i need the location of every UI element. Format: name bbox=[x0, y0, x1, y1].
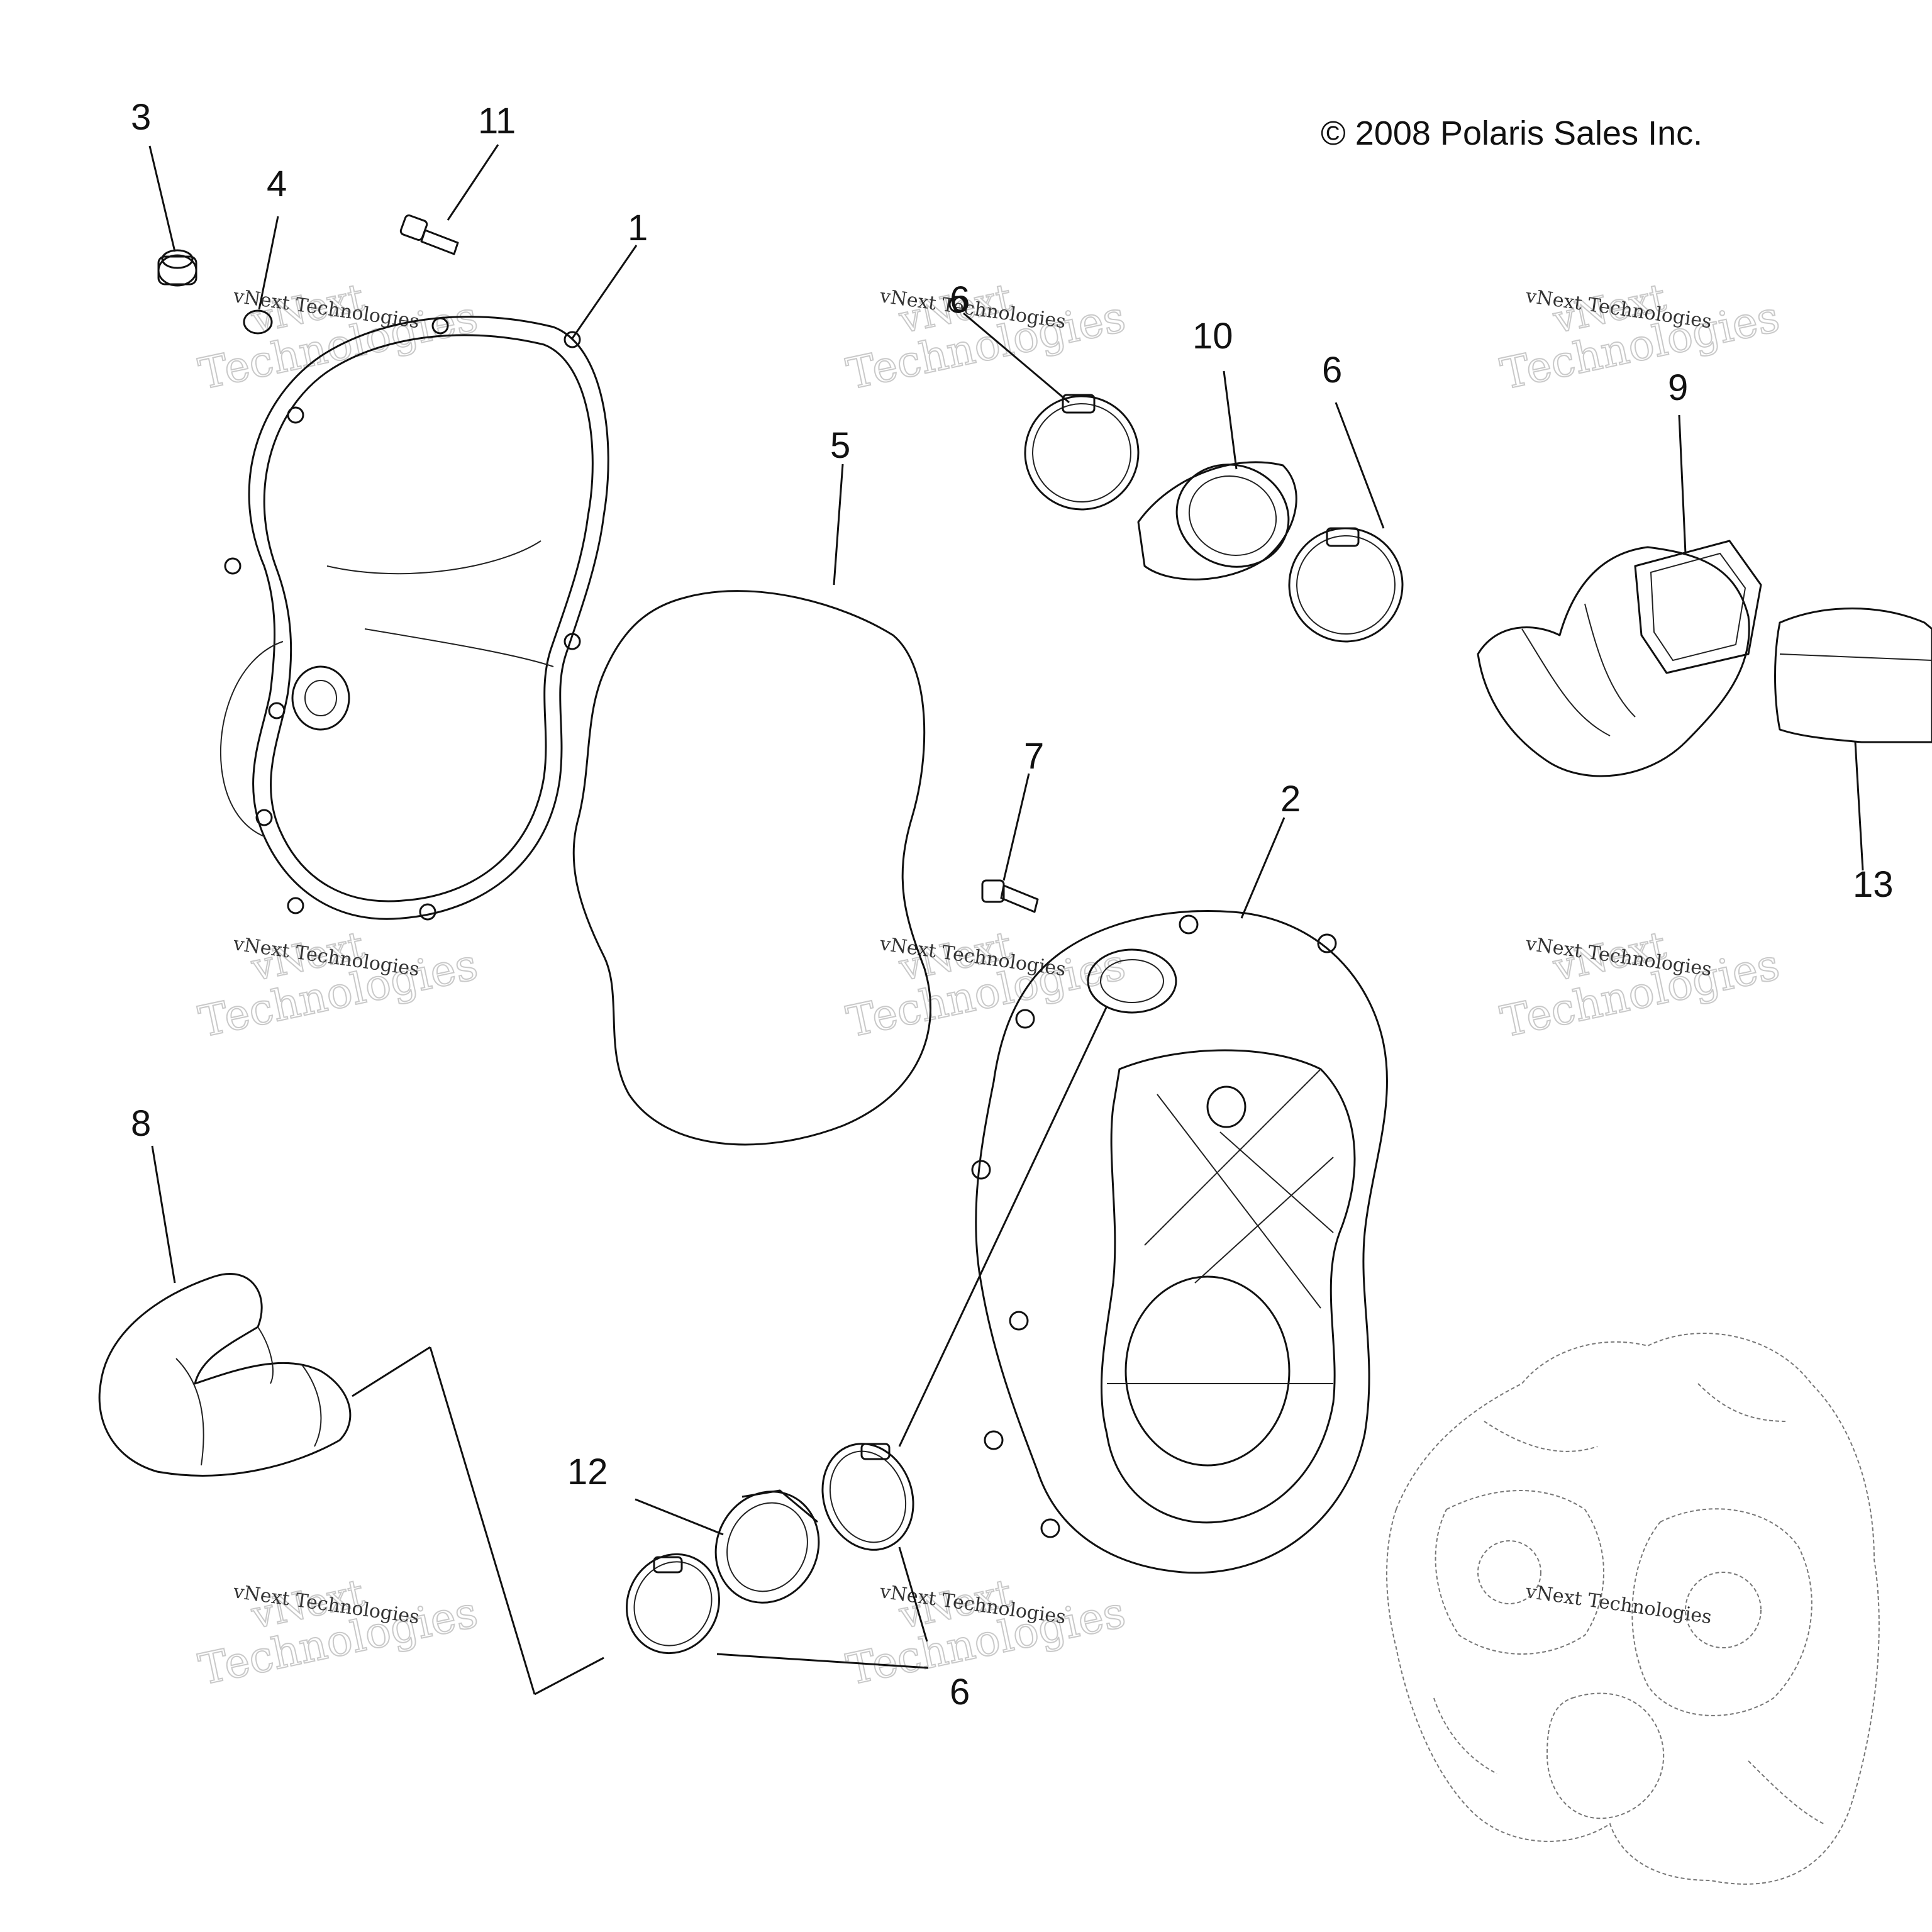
watermark: vNext Technologies bbox=[842, 1570, 1131, 1696]
callout-4: 4 bbox=[267, 164, 287, 204]
part-6-clamp-small bbox=[948, 296, 966, 313]
callout-1: 1 bbox=[628, 208, 648, 248]
part-2-inner-clutch-cover bbox=[971, 909, 1388, 1574]
callout-7: 7 bbox=[1024, 736, 1044, 777]
leader-lines bbox=[148, 144, 1864, 1696]
watermark: vNext Technologies bbox=[1496, 275, 1785, 400]
callout-6-lower: 6 bbox=[950, 1672, 970, 1713]
callout-6-upper-left: 6 bbox=[950, 279, 970, 320]
part-6-clamp-lower-left bbox=[626, 1553, 720, 1655]
watermark-group: vNext Technologies vNext Technologies vN… bbox=[194, 275, 1785, 1696]
callout-12: 12 bbox=[567, 1452, 608, 1492]
part-6-clamp-lower-right bbox=[821, 1443, 914, 1551]
callout-11: 11 bbox=[478, 101, 516, 142]
part-3-plug bbox=[157, 249, 197, 287]
callout-6-upper-right: 6 bbox=[1322, 350, 1342, 391]
part-6-clamp-upper-right bbox=[1288, 527, 1404, 643]
callout-10: 10 bbox=[1192, 316, 1233, 357]
watermark: vNext Technologies bbox=[194, 923, 483, 1048]
callout-3: 3 bbox=[131, 97, 151, 138]
part-1-outer-clutch-cover bbox=[219, 316, 609, 921]
part-11-bolt bbox=[399, 214, 459, 255]
watermark: vNext Technologies bbox=[842, 275, 1131, 400]
callout-8: 8 bbox=[131, 1103, 151, 1144]
watermark-text: vNext Technologies bbox=[1524, 1580, 1713, 1628]
part-8-duct-hose bbox=[98, 1273, 352, 1477]
callout-2: 2 bbox=[1280, 779, 1301, 819]
part-7-bolt bbox=[981, 879, 1039, 913]
watermark: vNext Technologies bbox=[1496, 923, 1785, 1048]
callout-5: 5 bbox=[830, 425, 850, 466]
watermark: vNext Technologies bbox=[842, 923, 1131, 1048]
copyright-text: © 2008 Polaris Sales Inc. bbox=[1321, 114, 1702, 152]
part-9-duct-elbow bbox=[1477, 540, 1762, 777]
part-13-duct bbox=[1774, 608, 1932, 743]
part-12-clamp-ring bbox=[714, 1489, 820, 1604]
callout-labels: 3 11 4 1 6 10 6 9 5 7 2 13 8 12 6 bbox=[131, 97, 1894, 1713]
part-4-o-ring bbox=[243, 309, 273, 335]
part-6-clamp-upper-left bbox=[1024, 394, 1140, 511]
engine-reference bbox=[1386, 1333, 1880, 1885]
callout-13: 13 bbox=[1853, 864, 1894, 905]
part-5-gasket bbox=[572, 590, 932, 1146]
callout-9: 9 bbox=[1668, 367, 1688, 408]
watermark: vNext Technologies bbox=[194, 275, 483, 400]
watermark: vNext Technologies bbox=[194, 1570, 483, 1696]
part-10-coupler bbox=[1137, 461, 1297, 580]
